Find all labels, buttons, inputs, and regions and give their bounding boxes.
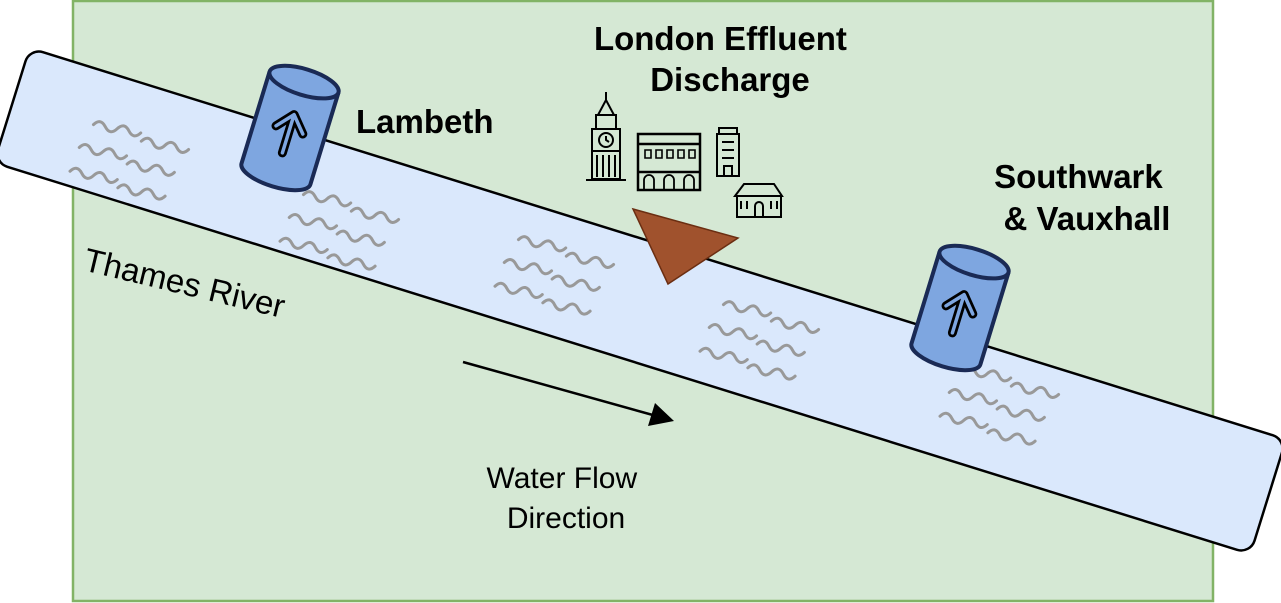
clock-tower-icon xyxy=(586,92,626,181)
building-icon xyxy=(636,132,702,192)
southwark-line2: & Vauxhall xyxy=(1004,200,1171,237)
house-icon xyxy=(733,183,784,218)
water-flow-line2: Direction xyxy=(507,502,625,535)
tower-building-icon xyxy=(716,127,740,177)
southwark-line1: Southwark xyxy=(994,158,1163,195)
london-effluent-line2: Discharge xyxy=(650,61,810,98)
water-flow-label: Water Flow Direction xyxy=(487,462,646,535)
lambeth-label: Lambeth xyxy=(356,103,494,140)
southwark-vauxhall-label: Southwark & Vauxhall xyxy=(994,158,1172,237)
london-effluent-line1: London Effluent xyxy=(594,20,847,57)
water-flow-line1: Water Flow xyxy=(487,462,638,495)
lambeth-pump-icon xyxy=(239,63,341,193)
london-effluent-label: London Effluent Discharge xyxy=(594,20,856,98)
flow-direction-arrow-icon xyxy=(462,360,674,426)
discharge-triangle-icon xyxy=(631,207,740,286)
southwark-pump-icon xyxy=(909,243,1011,373)
